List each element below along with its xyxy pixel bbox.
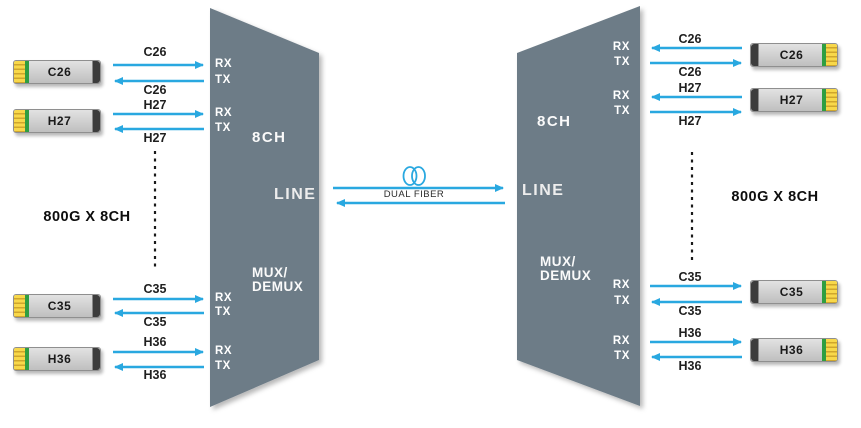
tx-port-label: TX — [215, 306, 231, 318]
mux-label-line1: MUX/ — [252, 265, 288, 280]
tx-port-label: TX — [215, 122, 231, 134]
connector-latch — [751, 89, 759, 111]
connector-latch — [92, 348, 100, 370]
transceiver-label: H36 — [779, 343, 804, 357]
contact-pins — [826, 89, 837, 111]
channel-label: H36 — [143, 335, 167, 349]
right-mux-shape — [517, 6, 640, 406]
channel-label: C26 — [678, 32, 702, 46]
mux-label-line2: DEMUX — [540, 268, 592, 283]
contact-pins — [826, 281, 837, 303]
channel-label: C35 — [678, 270, 702, 284]
rx-port-label: RX — [215, 292, 233, 304]
connector-latch — [92, 61, 100, 83]
left-unit-line-label: LINE — [274, 186, 317, 203]
left-capacity-label: 800G X 8CH — [43, 209, 131, 225]
transceiver-label: C35 — [47, 299, 72, 313]
tx-port-label: TX — [614, 105, 630, 117]
transceiver-label: C26 — [47, 65, 72, 79]
color-stripe — [25, 110, 29, 132]
color-stripe — [822, 339, 826, 361]
transceiver-c35-left: C35 — [13, 294, 101, 318]
transceiver-label: H36 — [47, 352, 72, 366]
connector-latch — [751, 339, 759, 361]
channel-label: C26 — [143, 45, 167, 59]
color-stripe — [822, 281, 826, 303]
channel-label: C26 — [143, 83, 167, 97]
channel-label: C35 — [143, 315, 167, 329]
rx-port-label: RX — [612, 90, 630, 102]
connector-latch — [92, 295, 100, 317]
dual-fiber-label: DUAL FIBER — [383, 189, 445, 200]
contact-pins — [14, 61, 25, 83]
rx-port-label: RX — [215, 345, 233, 357]
fiber-coil-icon — [402, 166, 426, 186]
tx-port-label: TX — [215, 74, 231, 86]
mux-label-line1: MUX/ — [540, 254, 576, 269]
transceiver-label: C35 — [779, 285, 804, 299]
transceiver-h36-left: H36 — [13, 347, 101, 371]
left-unit-channels-label: 8CH — [252, 129, 287, 146]
transceiver-h36-right: H36 — [750, 338, 838, 362]
channel-label: C26 — [678, 65, 702, 79]
left-mux-shape — [210, 8, 319, 407]
color-stripe — [822, 44, 826, 66]
transceiver-c35-right: C35 — [750, 280, 838, 304]
channel-label: H27 — [678, 81, 702, 95]
contact-pins — [14, 295, 25, 317]
channel-label: H27 — [678, 114, 702, 128]
color-stripe — [822, 89, 826, 111]
rx-port-label: RX — [215, 58, 233, 70]
connector-latch — [751, 281, 759, 303]
rx-port-label: RX — [215, 107, 233, 119]
right-unit-mux-demux-label: MUX/ DEMUX — [540, 255, 591, 283]
transceiver-h27-right: H27 — [750, 88, 838, 112]
channel-label: C35 — [143, 282, 167, 296]
contact-pins — [14, 110, 25, 132]
connector-latch — [751, 44, 759, 66]
tx-port-label: TX — [614, 56, 630, 68]
contact-pins — [826, 339, 837, 361]
tx-port-label: TX — [614, 295, 630, 307]
transceiver-label: C26 — [779, 48, 804, 62]
right-capacity-label: 800G X 8CH — [731, 189, 819, 205]
rx-port-label: RX — [612, 41, 630, 53]
channel-label: H27 — [143, 98, 167, 112]
color-stripe — [25, 295, 29, 317]
color-stripe — [25, 61, 29, 83]
tx-port-label: TX — [614, 350, 630, 362]
transceiver-label: H27 — [47, 114, 72, 128]
contact-pins — [14, 348, 25, 370]
right-unit-channels-label: 8CH — [537, 113, 572, 130]
right-unit-line-label: LINE — [522, 182, 565, 199]
transceiver-c26-right: C26 — [750, 43, 838, 67]
channel-label: H36 — [678, 359, 702, 373]
connector-latch — [92, 110, 100, 132]
channel-label: H36 — [143, 368, 167, 382]
tx-port-label: TX — [215, 360, 231, 372]
transceiver-h27-left: H27 — [13, 109, 101, 133]
channel-label: C35 — [678, 304, 702, 318]
rx-port-label: RX — [612, 279, 630, 291]
transceiver-c26-left: C26 — [13, 60, 101, 84]
transceiver-label: H27 — [779, 93, 804, 107]
mux-label-line2: DEMUX — [252, 279, 304, 294]
channel-label: H36 — [678, 326, 702, 340]
contact-pins — [826, 44, 837, 66]
color-stripe — [25, 348, 29, 370]
left-unit-mux-demux-label: MUX/ DEMUX — [252, 266, 303, 294]
channel-label: H27 — [143, 131, 167, 145]
rx-port-label: RX — [612, 335, 630, 347]
